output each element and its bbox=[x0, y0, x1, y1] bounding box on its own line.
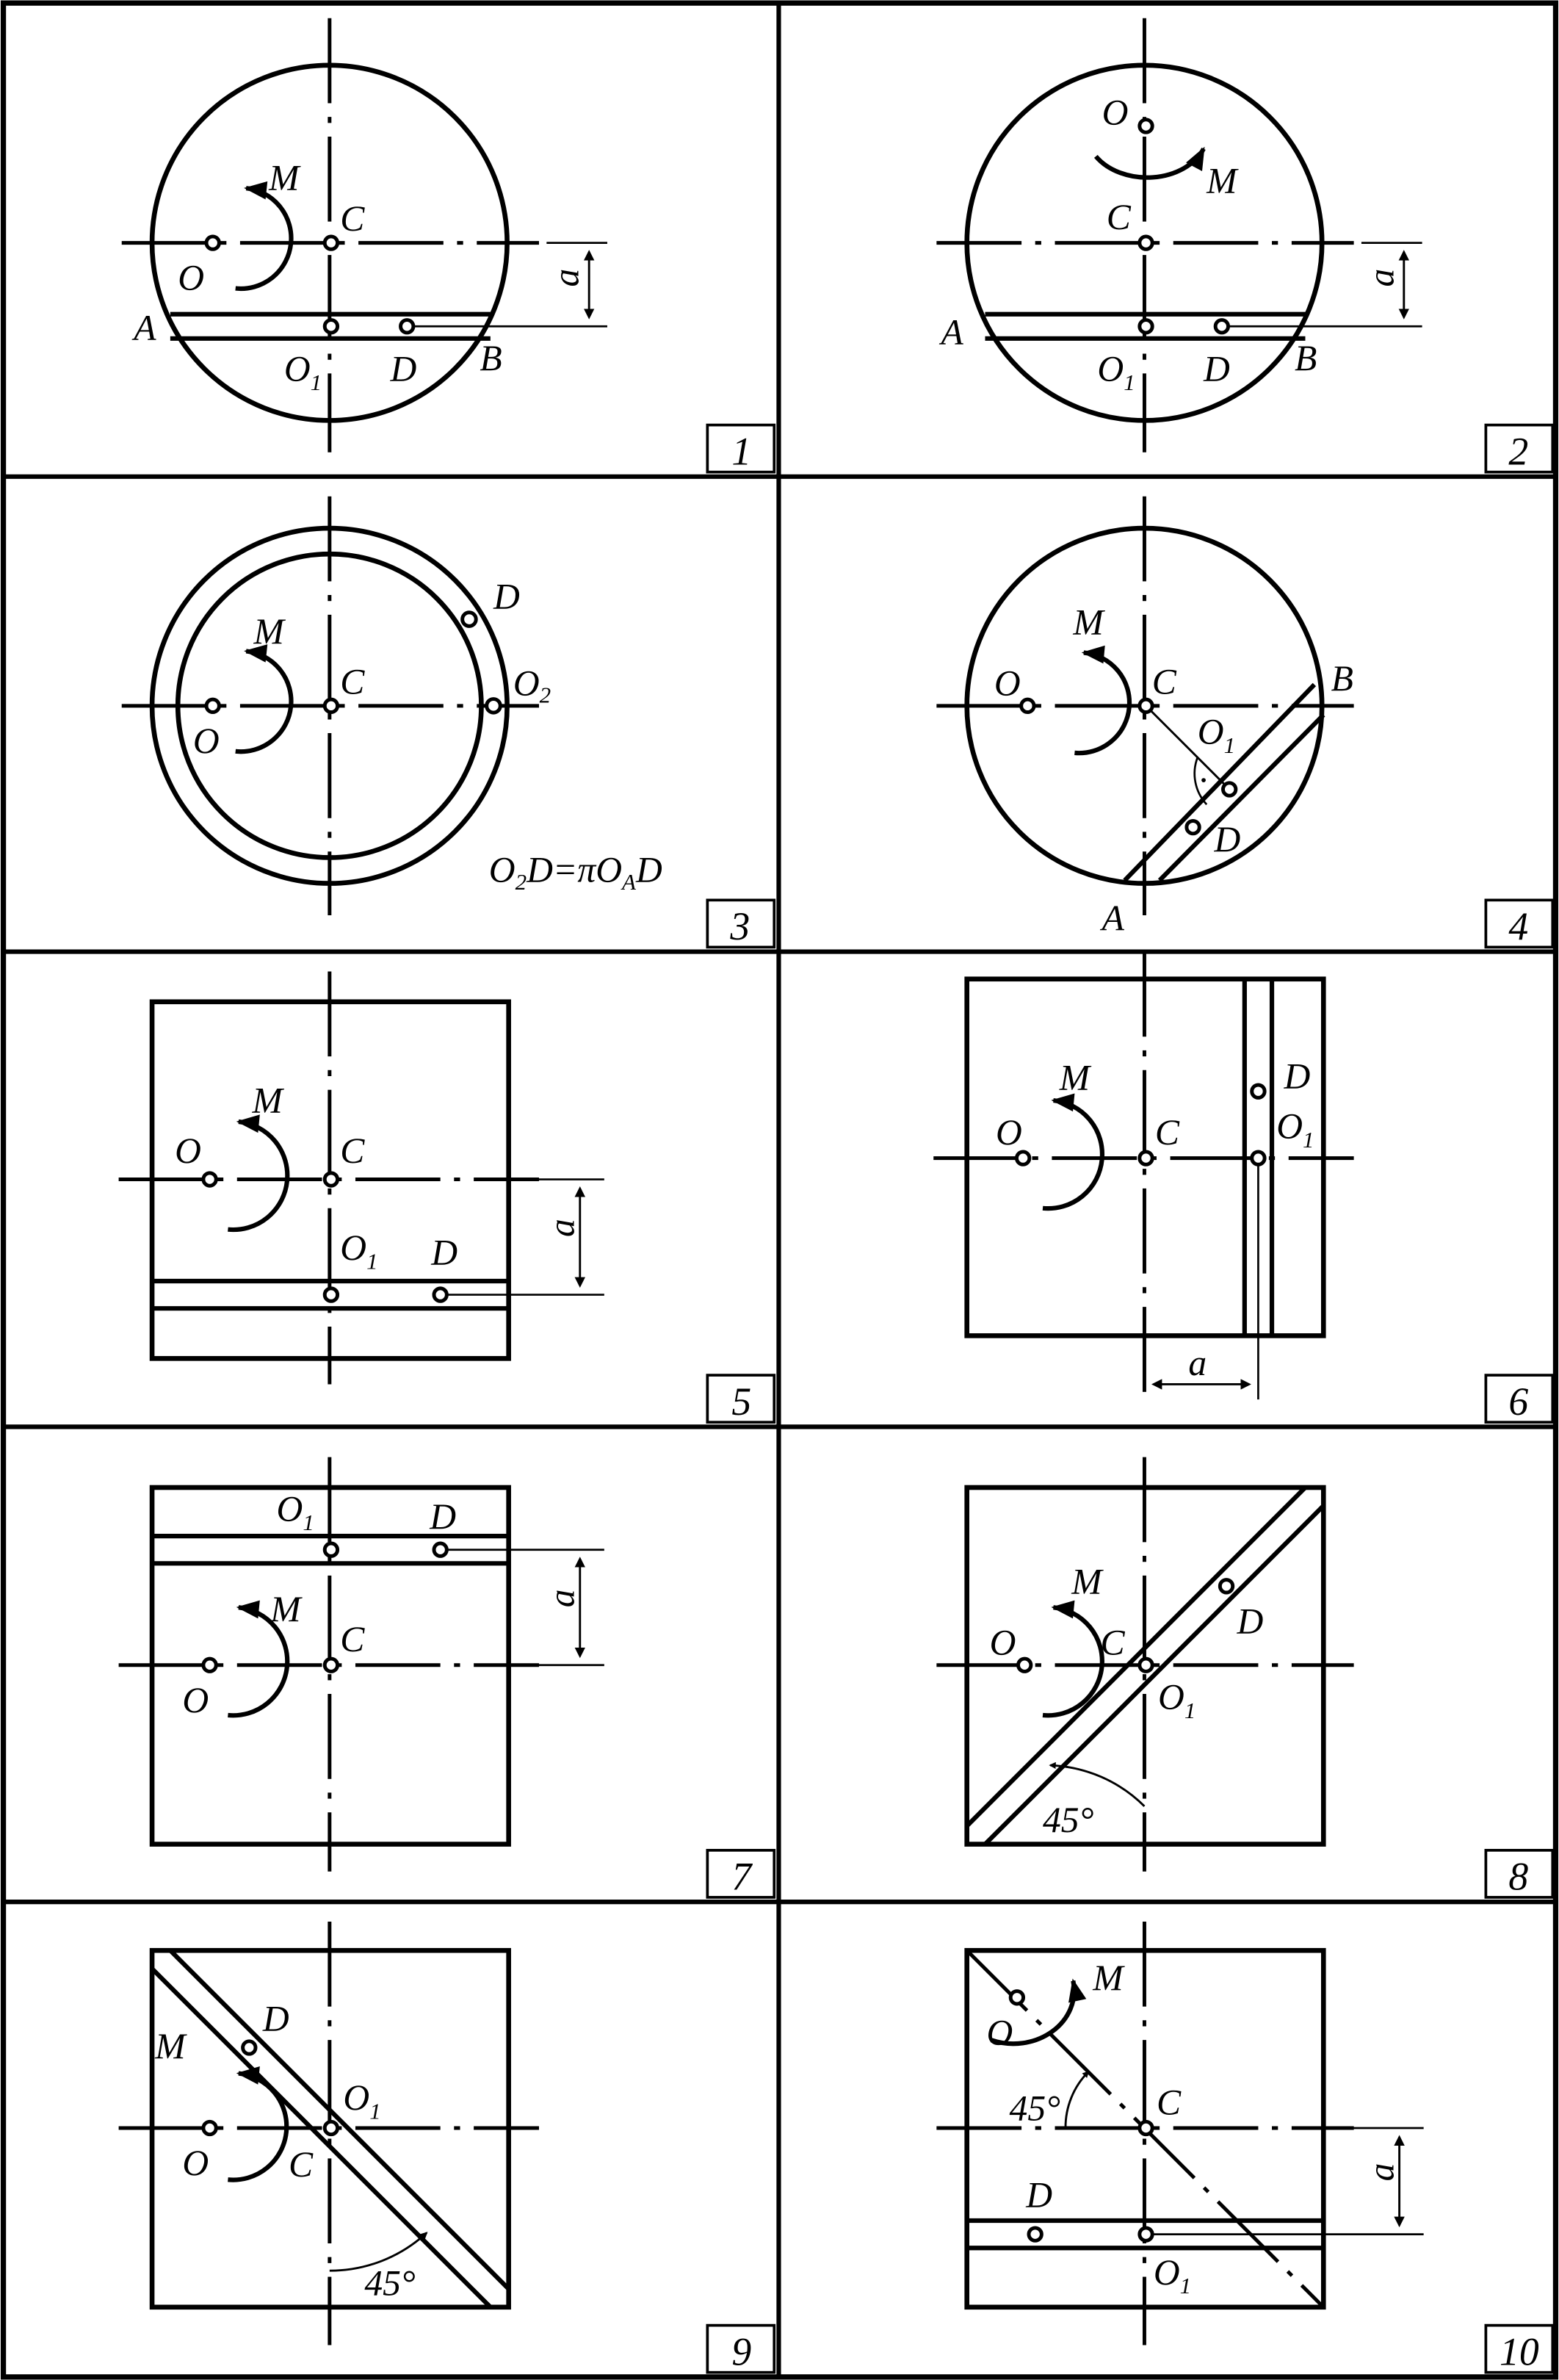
label-M: M bbox=[1072, 602, 1105, 643]
label-a: a bbox=[542, 1589, 582, 1607]
label-O: O bbox=[994, 663, 1021, 703]
label-D: D bbox=[430, 1232, 457, 1272]
label-B: B bbox=[1295, 338, 1317, 378]
label-M: M bbox=[270, 1589, 303, 1629]
label-O: O bbox=[996, 1112, 1022, 1153]
label-C: C bbox=[340, 198, 365, 239]
label-a: a bbox=[546, 269, 587, 287]
label-a: a bbox=[542, 1219, 582, 1237]
label-angle: 45° bbox=[1043, 1800, 1093, 1840]
label-D: D bbox=[1203, 349, 1230, 389]
label-O: O bbox=[987, 2012, 1013, 2052]
label-D: D bbox=[1214, 819, 1241, 859]
label-O1: O1 bbox=[277, 1488, 314, 1535]
label-O: O bbox=[182, 1680, 209, 1720]
panel-number: 6 bbox=[1508, 1380, 1528, 1424]
panel-7: O1 D M C O a 7 bbox=[118, 1457, 776, 1899]
label-M: M bbox=[1071, 1562, 1104, 1602]
panel-9: D M O1 O C 45° 9 bbox=[118, 1921, 776, 2374]
panel-3: M O C D O2 O2D=πOAD 3 bbox=[121, 496, 776, 949]
label-C: C bbox=[289, 2144, 314, 2185]
label-O1: O1 bbox=[1276, 1106, 1314, 1153]
label-D: D bbox=[389, 349, 416, 389]
label-A: A bbox=[131, 308, 156, 348]
label-B: B bbox=[480, 338, 502, 378]
label-O: O bbox=[178, 258, 204, 298]
panel-6: M O C D O1 a 6 bbox=[933, 951, 1555, 1424]
label-angle: 45° bbox=[1010, 2088, 1060, 2129]
label-M: M bbox=[154, 2026, 187, 2066]
label-O1: O1 bbox=[340, 1227, 377, 1274]
label-a: a bbox=[1361, 269, 1401, 287]
label-D: D bbox=[1284, 1056, 1311, 1097]
label-a: a bbox=[1361, 2163, 1401, 2182]
label-O1: O1 bbox=[1097, 349, 1135, 395]
label-M: M bbox=[251, 1081, 284, 1121]
label-A: A bbox=[1100, 898, 1125, 939]
label-M: M bbox=[253, 611, 286, 652]
label-C: C bbox=[1155, 1112, 1180, 1153]
label-O1: O1 bbox=[1158, 1677, 1196, 1723]
label-O: O bbox=[175, 1130, 201, 1171]
label-O: O bbox=[182, 2143, 209, 2183]
panel-number: 5 bbox=[731, 1380, 751, 1424]
panel-number: 9 bbox=[731, 2329, 751, 2373]
label-a: a bbox=[1188, 1343, 1207, 1383]
label-O: O bbox=[1102, 92, 1129, 132]
panel-number: 7 bbox=[731, 1855, 753, 1899]
label-C: C bbox=[1152, 661, 1177, 702]
panel-number: 3 bbox=[729, 904, 750, 948]
label-D: D bbox=[493, 577, 520, 617]
panel-8: M O C D O1 45° 8 bbox=[936, 1457, 1555, 1899]
label-C: C bbox=[1107, 197, 1132, 237]
label-C: C bbox=[1157, 2082, 1182, 2122]
label-M: M bbox=[1059, 1058, 1092, 1098]
label-C: C bbox=[340, 1619, 365, 1659]
label-C: C bbox=[340, 1130, 365, 1171]
panel-number: 8 bbox=[1508, 1855, 1528, 1899]
panel-number: 1 bbox=[731, 429, 751, 473]
label-O1: O1 bbox=[343, 2077, 380, 2124]
label-M: M bbox=[268, 157, 301, 198]
label-D: D bbox=[1236, 1601, 1263, 1641]
label-O: O bbox=[193, 721, 220, 761]
panel-4: M O C B O1 D A 4 bbox=[936, 496, 1555, 949]
panel-number: 10 bbox=[1500, 2329, 1539, 2373]
label-B: B bbox=[1331, 658, 1353, 699]
panel-5: M O C O1 D a 5 bbox=[118, 971, 776, 1424]
formula: O2D=πOAD bbox=[489, 850, 662, 895]
label-A: A bbox=[939, 312, 964, 353]
label-O1: O1 bbox=[284, 349, 322, 395]
label-O2: O2 bbox=[513, 663, 551, 707]
label-O1: O1 bbox=[1198, 712, 1235, 758]
label-D: D bbox=[429, 1496, 456, 1537]
label-D: D bbox=[1025, 2174, 1052, 2215]
label-M: M bbox=[1206, 160, 1239, 201]
panel-2: O M C A B D O1 a 2 bbox=[936, 18, 1555, 474]
label-C: C bbox=[340, 661, 365, 702]
label-angle: 45° bbox=[364, 2262, 415, 2303]
label-O: O bbox=[990, 1622, 1016, 1662]
panel-10: M O 45° C D O1 a 10 bbox=[936, 1921, 1555, 2374]
panel-number: 2 bbox=[1508, 429, 1528, 473]
panel-number: 4 bbox=[1508, 904, 1528, 948]
label-D: D bbox=[262, 1999, 289, 2039]
label-O1: O1 bbox=[1154, 2252, 1191, 2298]
panel-1: M O C A B D O1 a 1 bbox=[121, 18, 776, 474]
label-C: C bbox=[1101, 1622, 1126, 1662]
label-M: M bbox=[1092, 1958, 1125, 1998]
